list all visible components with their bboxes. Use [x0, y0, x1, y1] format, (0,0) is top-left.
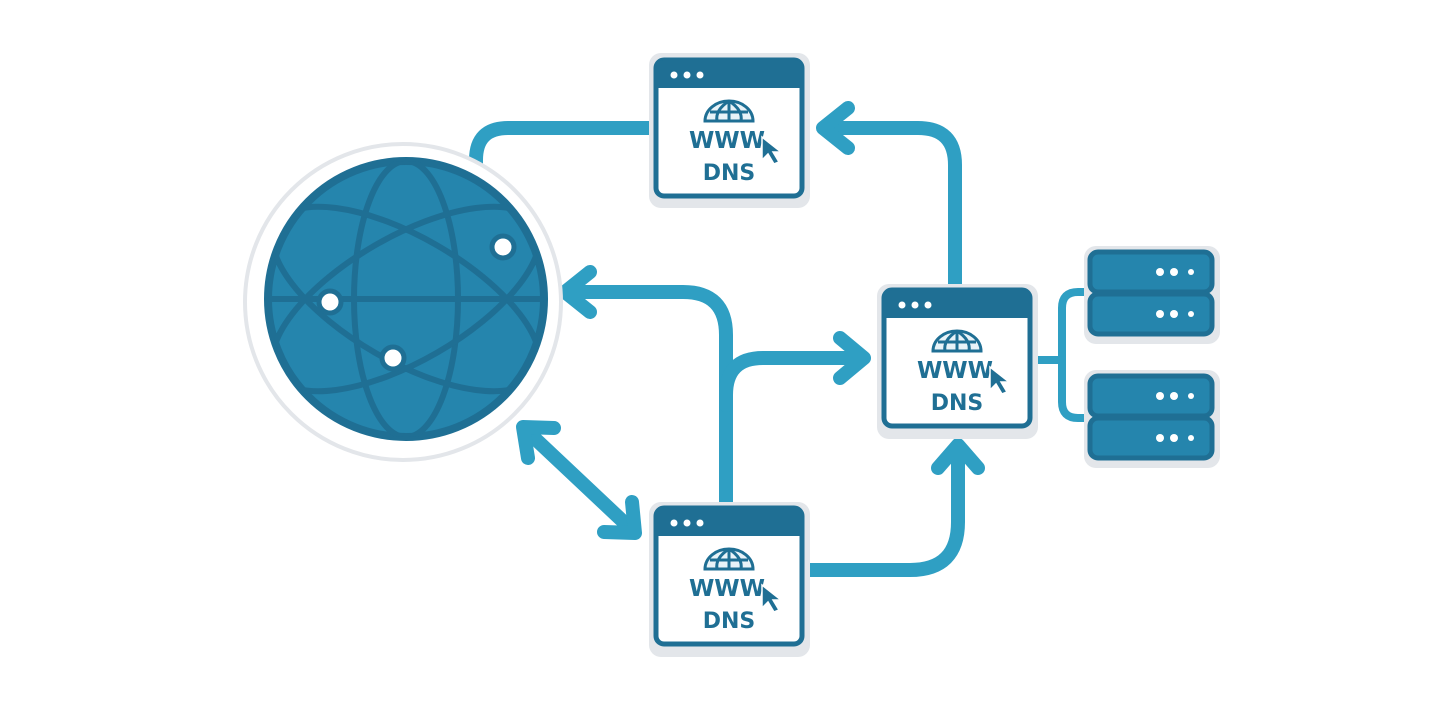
dns-window-top[interactable]: WWW DNS: [649, 53, 810, 208]
dns-window-right[interactable]: WWW DNS: [877, 284, 1038, 439]
globe-icon: [703, 547, 755, 571]
server-led: [1170, 268, 1178, 276]
window-titlebar: [656, 508, 802, 536]
window-titlebar: [884, 290, 1030, 318]
server-stack-1: [1084, 246, 1220, 344]
server-unit: [1087, 291, 1215, 337]
arrowhead-globe: [558, 265, 597, 319]
www-label: WWW: [917, 358, 993, 384]
window-dot: [670, 519, 678, 527]
connector-branch-right: [719, 351, 863, 412]
double-arrow-head-bottom: [597, 495, 642, 540]
window-dot: [911, 301, 919, 309]
connector-right-top: [821, 121, 962, 295]
window-dot: [683, 71, 691, 79]
server-link-bottom: [1058, 356, 1094, 422]
atom-node-3: [489, 233, 517, 261]
server-led: [1188, 435, 1194, 441]
server-led: [1170, 392, 1178, 400]
arrowhead-right-bottom: [931, 438, 985, 475]
www-label: WWW: [689, 576, 765, 602]
window-titlebar: [656, 60, 802, 88]
window-dot: [696, 71, 704, 79]
server-connectors: [1032, 288, 1094, 422]
cursor-icon: [989, 365, 1012, 395]
window-dot: [670, 71, 678, 79]
connector-bottom-globe: [561, 285, 733, 512]
window-dot: [696, 519, 704, 527]
server-unit: [1087, 415, 1215, 461]
arrowhead-right-window: [833, 331, 871, 385]
cursor-icon: [761, 583, 784, 613]
server-led: [1170, 310, 1178, 318]
connector-globe-top: [469, 121, 662, 192]
globe-icon: [703, 99, 755, 123]
atom-node-1: [316, 288, 344, 316]
server-led: [1188, 269, 1194, 275]
server-led: [1156, 310, 1164, 318]
connector-bottom-right: [801, 448, 965, 577]
arrowhead-top-window: [816, 101, 855, 155]
globe-node: [243, 142, 563, 462]
www-label: WWW: [689, 128, 765, 154]
server-led: [1156, 268, 1164, 276]
server-stack-2: [1084, 370, 1220, 468]
server-led: [1156, 434, 1164, 442]
double-arrow: [521, 425, 637, 535]
cursor-icon: [761, 135, 784, 165]
server-led: [1188, 393, 1194, 399]
atom-node-2: [379, 344, 407, 372]
window-dot: [898, 301, 906, 309]
connectors: [469, 101, 985, 577]
dns-label: DNS: [703, 609, 756, 634]
dns-label: DNS: [931, 391, 984, 416]
server-led: [1188, 311, 1194, 317]
server-led: [1170, 434, 1178, 442]
dns-label: DNS: [703, 161, 756, 186]
window-dot: [683, 519, 691, 527]
server-link-top: [1058, 288, 1094, 364]
server-led: [1156, 392, 1164, 400]
double-arrow-head-top: [516, 420, 561, 465]
dns-window-bottom[interactable]: WWW DNS: [649, 502, 810, 657]
globe-icon: [931, 329, 983, 353]
window-dot: [924, 301, 932, 309]
